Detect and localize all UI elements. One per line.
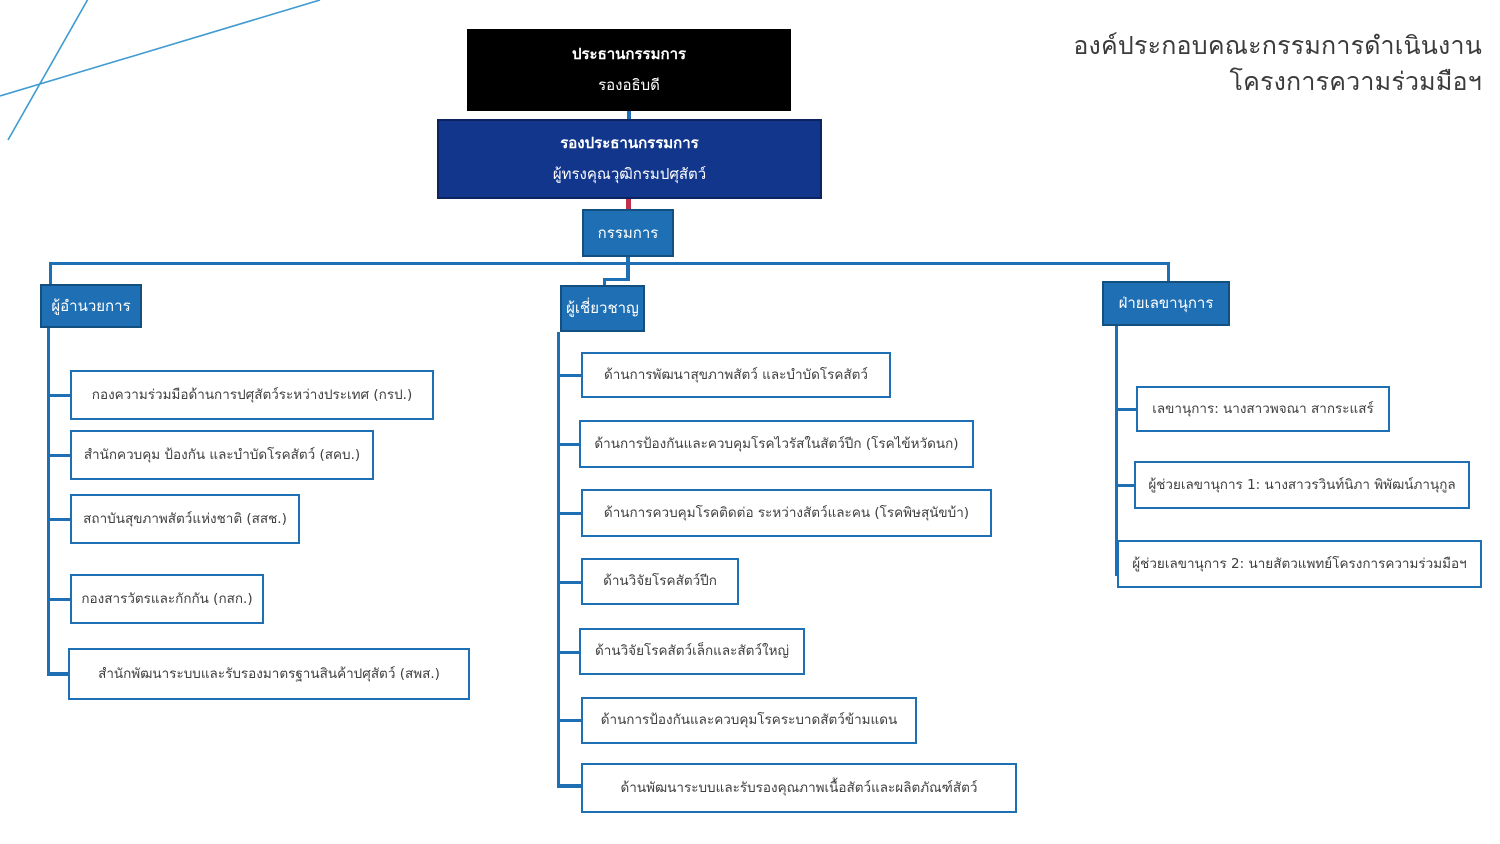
node-branch-expert[interactable]: ผู้เชี่ยวชาญ xyxy=(560,285,645,332)
connector-spine-director-foot xyxy=(47,672,69,676)
list-item-secretariat-0[interactable]: เลขานุการ: นางสาวพจณา สากระแสร์ xyxy=(1136,386,1390,432)
connector-elbow-expert-3 xyxy=(557,512,581,515)
node-chairman[interactable]: ประธานกรรมการ รองอธิบดี xyxy=(467,29,791,111)
connector-elbow-secretariat-1 xyxy=(1115,408,1137,411)
list-item-label: ผู้ช่วยเลขานุการ 1: นางสาวรวินท์นิภา พิพ… xyxy=(1148,476,1456,493)
connector-elbow-expert-1 xyxy=(557,374,581,377)
connector-drop-expert-h xyxy=(603,278,630,281)
connector-elbow-director-4 xyxy=(47,598,70,601)
list-item-expert-4[interactable]: ด้านวิจัยโรคสัตว์เล็กและสัตว์ใหญ่ xyxy=(579,628,805,675)
node-branch-secretariat-label: ฝ่ายเลขานุการ xyxy=(1118,294,1214,313)
list-item-label: ด้านการป้องกันและควบคุมโรคไวรัสในสัตว์ปี… xyxy=(594,435,959,452)
list-item-label: ผู้ช่วยเลขานุการ 2: นายสัตวแพทย์โครงการค… xyxy=(1132,555,1467,572)
list-item-label: สำนักพัฒนาระบบและรับรองมาตรฐานสินค้าปศุส… xyxy=(98,665,440,682)
slide-title-line2: โครงการความร่วมมือฯ xyxy=(1229,66,1482,96)
connector-elbow-expert-5 xyxy=(557,651,581,654)
connector-elbow-expert-2 xyxy=(557,443,581,446)
list-item-director-2[interactable]: สถาบันสุขภาพสัตว์แห่งชาติ (สสช.) xyxy=(70,494,300,544)
list-item-label: ด้านการควบคุมโรคติดต่อ ระหว่างสัตว์และคน… xyxy=(603,504,970,521)
node-branch-director[interactable]: ผู้อำนวยการ xyxy=(40,284,142,328)
connector-drop-expert-v1 xyxy=(626,262,630,280)
connector-drop-secretariat xyxy=(1167,262,1170,283)
node-branch-expert-label: ผู้เชี่ยวชาญ xyxy=(566,299,639,318)
list-item-expert-6[interactable]: ด้านพัฒนาระบบและรับรองคุณภาพเนื้อสัตว์แล… xyxy=(581,763,1017,813)
node-committee[interactable]: กรรมการ xyxy=(582,209,674,257)
connector-elbow-secretariat-2 xyxy=(1115,484,1137,487)
list-item-expert-2[interactable]: ด้านการควบคุมโรคติดต่อ ระหว่างสัตว์และคน… xyxy=(581,489,992,537)
list-item-label: สำนักควบคุม ป้องกัน และบำบัดโรคสัตว์ (สค… xyxy=(83,446,361,463)
list-item-expert-5[interactable]: ด้านการป้องกันและควบคุมโรคระบาดสัตว์ข้าม… xyxy=(581,697,917,744)
list-item-director-4[interactable]: สำนักพัฒนาระบบและรับรองมาตรฐานสินค้าปศุส… xyxy=(68,648,470,700)
list-item-label: เลขานุการ: นางสาวพจณา สากระแสร์ xyxy=(1152,400,1374,417)
list-item-expert-0[interactable]: ด้านการพัฒนาสุขภาพสัตว์ และบำบัดโรคสัตว์ xyxy=(581,352,891,398)
node-branch-secretariat[interactable]: ฝ่ายเลขานุการ xyxy=(1102,281,1230,326)
list-item-label: กองสารวัตรและกักกัน (กสก.) xyxy=(81,590,253,607)
list-item-label: ด้านการป้องกันและควบคุมโรคระบาดสัตว์ข้าม… xyxy=(600,712,898,729)
list-item-expert-1[interactable]: ด้านการป้องกันและควบคุมโรคไวรัสในสัตว์ปี… xyxy=(579,420,974,468)
list-item-expert-3[interactable]: ด้านวิจัยโรคสัตว์ปีก xyxy=(581,558,739,605)
connector-spine-director xyxy=(47,328,50,676)
node-chairman-person: รองอธิบดี xyxy=(598,76,660,94)
list-item-label: ด้านวิจัยโรคสัตว์เล็กและสัตว์ใหญ่ xyxy=(595,643,789,660)
node-branch-director-label: ผู้อำนวยการ xyxy=(51,296,131,315)
node-vice-chairman-role: รองประธานกรรมการ xyxy=(560,134,699,153)
connector-elbow-expert-6 xyxy=(557,719,581,722)
connector-vice-to-committee xyxy=(626,199,631,211)
connector-drop-expert-v2 xyxy=(603,278,606,286)
slide-title: องค์ประกอบคณะกรรมการดำเนินงาน โครงการควา… xyxy=(1073,28,1482,99)
connector-spine-expert-foot xyxy=(557,784,581,788)
node-vice-chairman[interactable]: รองประธานกรรมการ ผู้ทรงคุณวุฒิกรมปศุสัตว… xyxy=(437,119,822,199)
list-item-director-0[interactable]: กองความร่วมมือด้านการปศุสัตว์ระหว่างประเ… xyxy=(70,370,434,420)
connector-elbow-director-3 xyxy=(47,518,70,521)
connector-spine-secretariat xyxy=(1115,326,1118,576)
list-item-label: ด้านการพัฒนาสุขภาพสัตว์ และบำบัดโรคสัตว์ xyxy=(603,366,869,383)
connector-elbow-director-2 xyxy=(47,454,70,457)
list-item-label: ด้านพัฒนาระบบและรับรองคุณภาพเนื้อสัตว์แล… xyxy=(620,779,978,796)
node-vice-chairman-person: ผู้ทรงคุณวุฒิกรมปศุสัตว์ xyxy=(552,165,707,183)
node-committee-label: กรรมการ xyxy=(597,223,659,242)
list-item-label: สถาบันสุขภาพสัตว์แห่งชาติ (สสช.) xyxy=(83,510,287,527)
connector-spine-expert xyxy=(557,332,560,788)
slide-title-line1: องค์ประกอบคณะกรรมการดำเนินงาน xyxy=(1073,31,1482,60)
list-item-director-1[interactable]: สำนักควบคุม ป้องกัน และบำบัดโรคสัตว์ (สค… xyxy=(70,430,374,480)
list-item-label: กองความร่วมมือด้านการปศุสัตว์ระหว่างประเ… xyxy=(91,386,413,403)
connector-elbow-director-1 xyxy=(47,394,70,397)
list-item-secretariat-1[interactable]: ผู้ช่วยเลขานุการ 1: นางสาวรวินท์นิภา พิพ… xyxy=(1134,461,1470,509)
connector-elbow-expert-4 xyxy=(557,581,581,584)
connector-chairman-to-vice xyxy=(627,111,631,120)
connector-horizontal-bus xyxy=(49,262,1170,265)
node-chairman-role: ประธานกรรมการ xyxy=(571,45,687,64)
connector-drop-director xyxy=(49,262,52,286)
list-item-director-3[interactable]: กองสารวัตรและกักกัน (กสก.) xyxy=(70,574,264,624)
list-item-label: ด้านวิจัยโรคสัตว์ปีก xyxy=(603,573,717,590)
list-item-secretariat-2[interactable]: ผู้ช่วยเลขานุการ 2: นายสัตวแพทย์โครงการค… xyxy=(1117,540,1482,588)
connector-committee-stub xyxy=(626,257,630,265)
